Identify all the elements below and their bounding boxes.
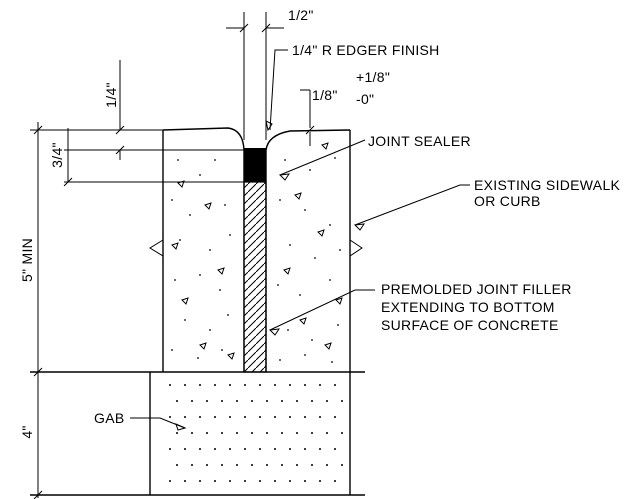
tolerance-base-label: 1/8"	[312, 87, 338, 103]
slab-min-dimension-label: 5" MIN	[19, 238, 35, 282]
filler-label-line3: SURFACE OF CONCRETE	[381, 317, 559, 333]
concrete-stipple	[171, 157, 341, 363]
existing-sidewalk-label: EXISTING SIDEWALK	[474, 177, 621, 193]
joint-sealer-block	[244, 148, 266, 182]
right-slab	[265, 129, 351, 372]
joint-sealer-label: JOINT SEALER	[368, 133, 471, 149]
joint-width-dimension	[226, 12, 284, 140]
tolerance-minus-label: -0"	[356, 91, 374, 107]
tolerance-dimension	[300, 89, 315, 146]
gab-label: GAB	[94, 410, 124, 426]
left-break-line	[149, 239, 164, 257]
edger-finish-label: 1/4" R EDGER FINISH	[292, 42, 440, 58]
base-depth-dimension-label: 4"	[19, 425, 35, 438]
premolded-filler	[243, 181, 267, 373]
vertical-dimension-chain	[30, 60, 244, 499]
or-curb-label: OR CURB	[474, 193, 541, 209]
left-slab	[162, 127, 245, 372]
filler-label-line2: EXTENDING TO BOTTOM	[381, 299, 555, 315]
filler-label-line1: PREMOLDED JOINT FILLER	[381, 281, 572, 297]
tolerance-plus-label: +1/8"	[356, 69, 390, 85]
leader-lines	[130, 49, 470, 431]
edge-drop-dimension-label: 1/4"	[103, 82, 119, 108]
gab-stipple	[169, 384, 343, 482]
sealer-depth-dimension-label: 3/4"	[49, 142, 65, 168]
joint-width-label: 1/2"	[288, 7, 314, 23]
concrete-triangles	[171, 142, 343, 360]
right-break-line	[349, 239, 363, 257]
